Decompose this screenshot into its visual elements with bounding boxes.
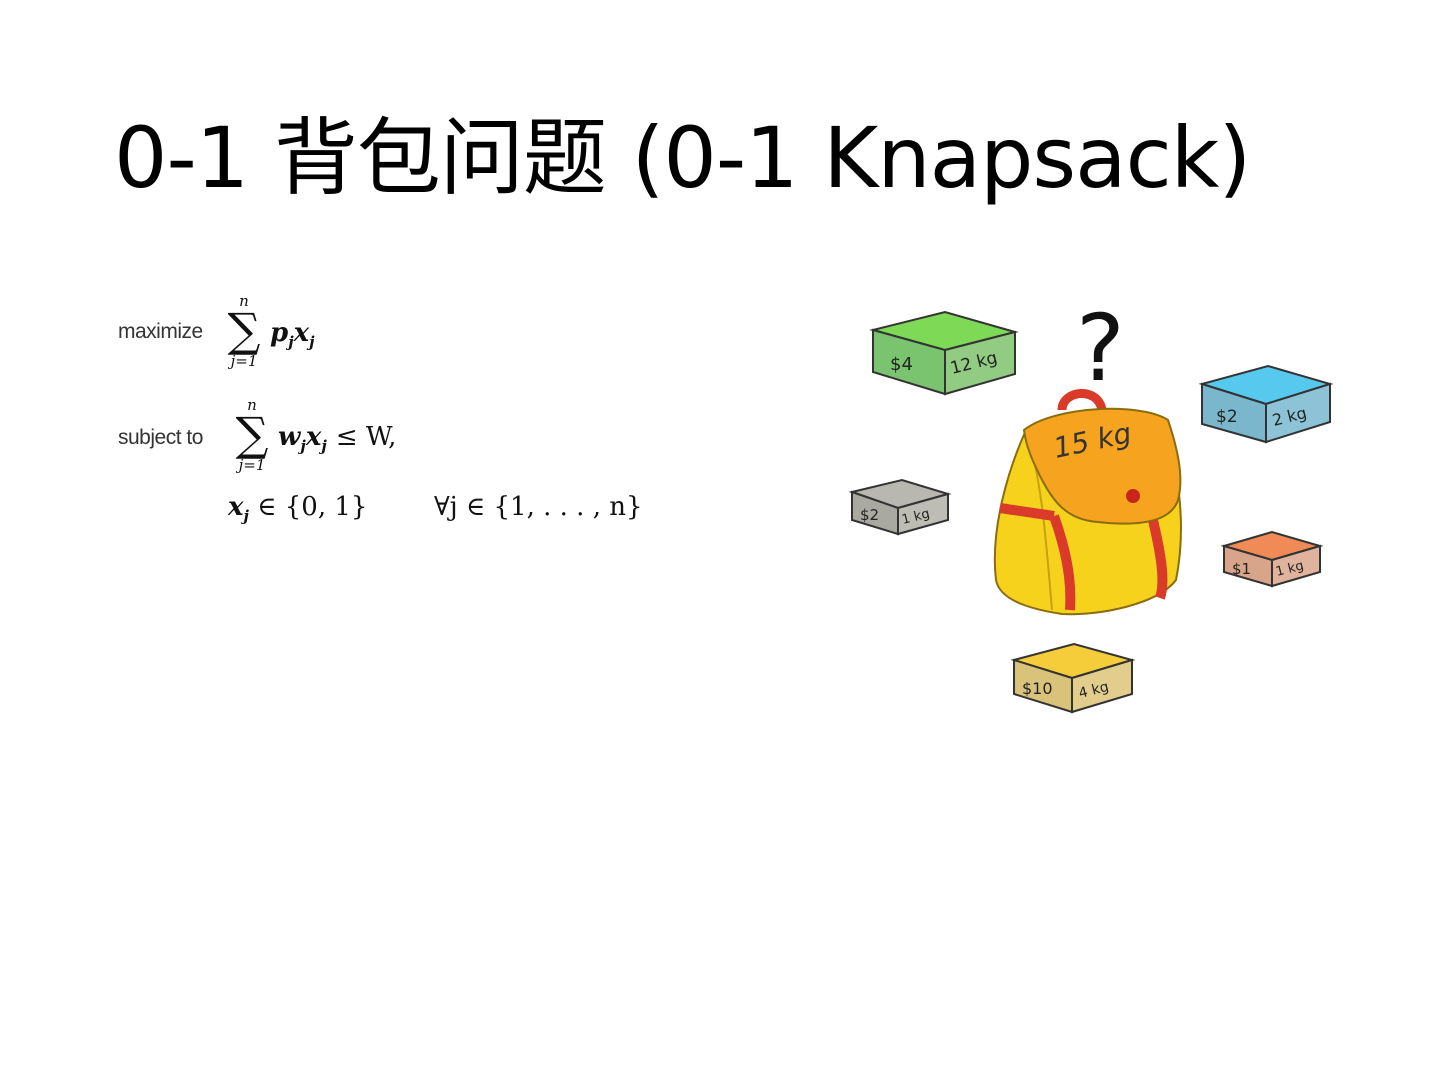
question-mark: ? — [1076, 295, 1125, 402]
constraint-expression: wjxj ≤ W, — [278, 422, 396, 455]
constraint-label: subject to — [118, 426, 203, 450]
item-box-green: $4 12 kg — [873, 312, 1015, 394]
item-value: $2 — [860, 506, 879, 524]
constraint-sum: n ∑ j=1 — [230, 396, 274, 474]
knapsack-formula: maximize n ∑ j=1 pjxj subject to n ∑ j=1… — [118, 288, 678, 488]
item-value: $2 — [1216, 407, 1238, 427]
profit-symbol: p — [270, 318, 288, 348]
sigma-symbol: ∑ — [230, 414, 274, 454]
sigma-symbol: ∑ — [222, 310, 266, 350]
domain-set: ∈ {0, 1} — [257, 492, 367, 522]
domain-row: xj ∈ {0, 1} ∀j ∈ {1, . . . , n} — [228, 492, 643, 525]
knapsack-backpack: 15 kg — [995, 393, 1181, 614]
domain-quantifier: ∀j ∈ {1, . . . , n} — [434, 492, 643, 522]
item-value: $1 — [1232, 560, 1251, 578]
objective-row: maximize n ∑ j=1 pjxj — [118, 288, 678, 388]
objective-label: maximize — [118, 320, 203, 344]
item-box-blue: $2 2 kg — [1202, 366, 1330, 442]
constraint-row: subject to n ∑ j=1 wjxj ≤ W, — [118, 388, 678, 488]
item-value: $10 — [1022, 679, 1053, 698]
constraint-rhs: ≤ W, — [336, 422, 397, 452]
objective-expression: pjxj — [270, 318, 315, 351]
item-box-yellow: $10 4 kg — [1014, 644, 1132, 712]
objective-sum: n ∑ j=1 — [222, 292, 266, 370]
item-value: $4 — [890, 354, 913, 375]
item-box-orange: $1 1 kg — [1224, 532, 1320, 586]
knapsack-illustration: ? $4 12 kg $2 2 kg $2 1 kg $1 1 kg $10 — [840, 280, 1350, 720]
slide-title: 0-1 背包问题 (0-1 Knapsack) — [114, 112, 1250, 204]
item-box-grey: $2 1 kg — [852, 480, 948, 534]
